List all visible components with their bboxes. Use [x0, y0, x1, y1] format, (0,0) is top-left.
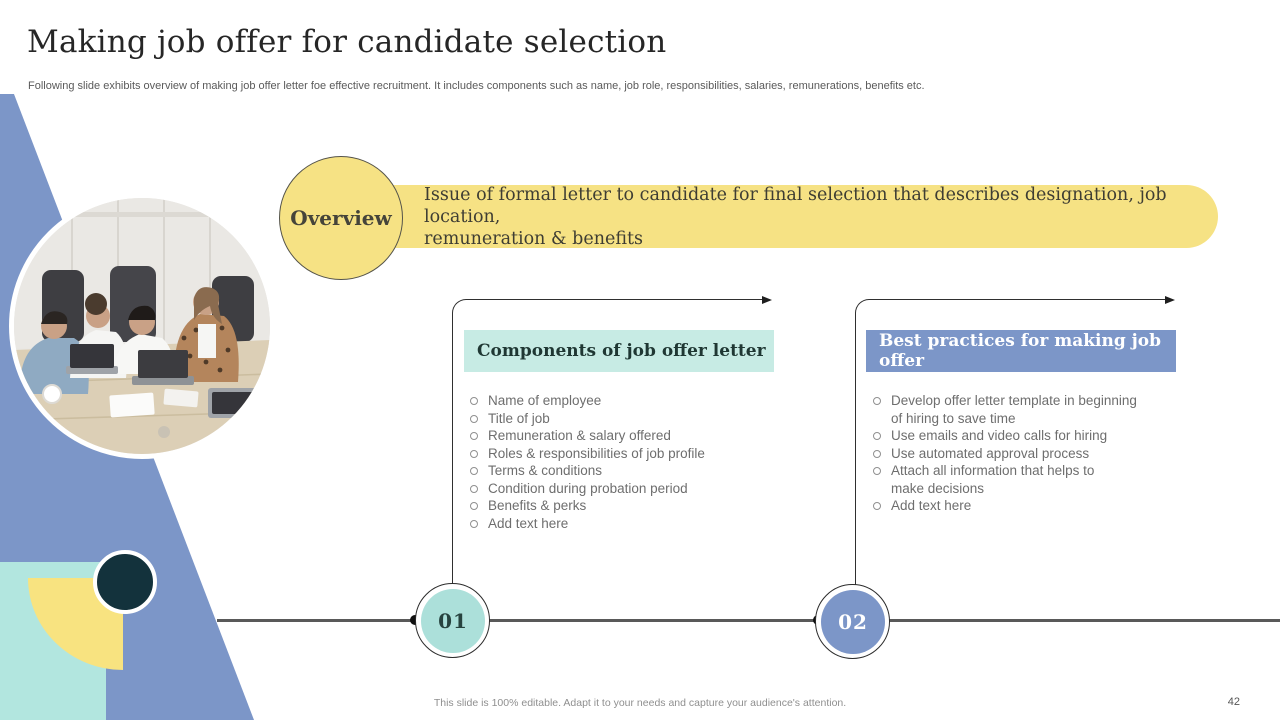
bullet-icon: [470, 519, 478, 528]
bullet-icon: [873, 449, 881, 458]
list-item: Use automated approval process: [873, 445, 1175, 463]
page-title: Making job offer for candidate selection: [27, 24, 667, 60]
list-item: Attach all information that helps to mak…: [873, 462, 1175, 497]
overview-banner: Issue of formal letter to candidate for …: [330, 184, 1218, 249]
overview-badge: Overview: [279, 156, 403, 280]
card2-title: Best practices for making job offer: [866, 330, 1176, 372]
card1-arrow-icon: [762, 296, 772, 304]
card2-connector-line: [855, 299, 1167, 585]
bullet-icon: [873, 467, 881, 475]
list-item: Add text here: [470, 515, 705, 533]
list-item: Develop offer letter template in beginni…: [873, 392, 1175, 427]
card1-list: Name of employee Title of job Remunerati…: [470, 392, 705, 532]
bullet-icon: [470, 449, 478, 458]
overview-description: Issue of formal letter to candidate for …: [424, 184, 1167, 249]
bullet-icon: [470, 484, 478, 493]
list-item: Title of job: [470, 410, 705, 428]
bullet-icon: [470, 502, 478, 510]
bullet-icon: [873, 397, 881, 405]
step2-number-badge: 02: [821, 590, 885, 654]
list-item: Condition during probation period: [470, 480, 705, 498]
slide-subtitle: Following slide exhibits overview of mak…: [28, 80, 925, 92]
list-item: Remuneration & salary offered: [470, 427, 705, 445]
step1-number-badge: 01: [421, 589, 485, 653]
list-item: Benefits & perks: [470, 497, 705, 515]
team-photo: [9, 193, 275, 459]
bullet-icon: [873, 502, 881, 510]
list-item: Add text here: [873, 497, 1175, 515]
bullet-icon: [470, 467, 478, 475]
footer-note: This slide is 100% editable. Adapt it to…: [433, 697, 847, 709]
bullet-icon: [873, 432, 881, 440]
navy-circle-shape: [93, 550, 157, 614]
bullet-icon: [470, 432, 478, 440]
list-item: Terms & conditions: [470, 462, 705, 480]
timeline-line: [217, 619, 1280, 622]
card2-arrow-icon: [1165, 296, 1175, 304]
team-photo-illustration: [14, 198, 270, 454]
list-item: Name of employee: [470, 392, 705, 410]
list-item: Roles & responsibilities of job profile: [470, 445, 705, 463]
overview-badge-label: Overview: [290, 206, 392, 230]
list-item: Use emails and video calls for hiring: [873, 427, 1175, 445]
bullet-icon: [470, 397, 478, 405]
card2-list: Develop offer letter template in beginni…: [873, 392, 1175, 515]
bullet-icon: [470, 414, 478, 423]
card1-connector-line: [452, 299, 764, 585]
page-number: 42: [1227, 696, 1240, 708]
card1-title: Components of job offer letter: [464, 330, 774, 372]
